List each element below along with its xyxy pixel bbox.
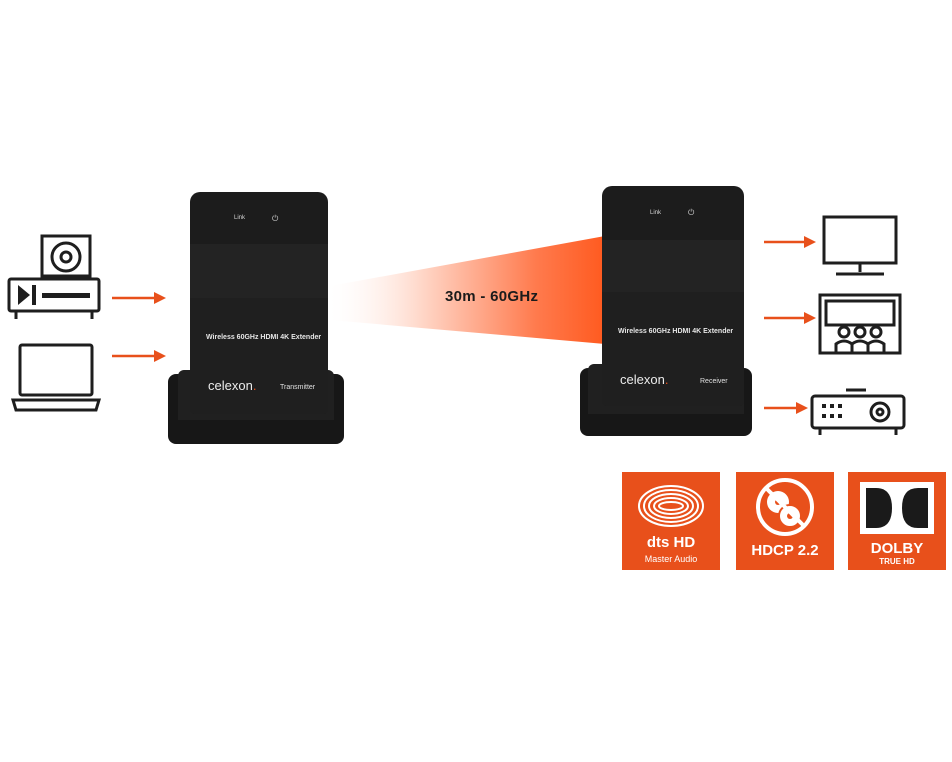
dolby-badge: DOLBY TRUE HD [848,472,946,570]
link-label: Link [234,215,246,221]
disc-player-icon [7,234,101,319]
arrow-icon [764,236,816,248]
dts-hd-badge: dts HD Master Audio [622,472,720,570]
signal-beam [330,236,605,344]
arrow-icon [764,312,816,324]
badge-subtitle: Master Audio [644,554,698,564]
device-role: Transmitter [280,384,316,391]
no-copy-disc-icon [756,478,814,536]
badge-title: dts HD [646,534,696,551]
power-icon: ⏻ [688,208,695,217]
product-name: Wireless 60GHz HDMI 4K Extender [618,328,734,335]
monitor-icon [822,215,898,276]
projector-icon [810,388,906,435]
arrow-icon [112,292,166,304]
device-role: Receiver [700,378,728,385]
link-label: Link [650,210,662,216]
product-name: Wireless 60GHz HDMI 4K Extender [206,334,322,341]
laptop-icon [10,343,102,412]
power-icon: ⏻ [272,214,279,223]
brand-logo: celexon. [208,378,257,393]
badge-subtitle: TRUE HD [879,557,915,566]
brand-logo: celexon. [620,372,669,387]
arrow-icon [112,350,166,362]
hdcp-badge: HDCP 2.2 [736,472,834,570]
badge-title: HDCP 2.2 [751,542,819,559]
badge-title: DOLBY [870,540,924,557]
receiver-device: Link ⏻ Wireless 60GHz HDMI 4K Extender c… [580,186,752,438]
dolby-double-d-icon [860,482,934,534]
cinema-screen-icon [818,293,902,355]
dts-coil-icon [638,485,704,527]
range-label: 30m - 60GHz [445,288,539,305]
transmitter-device: Link ⏻ Wireless 60GHz HDMI 4K Extender c… [168,192,344,446]
arrow-icon [764,402,808,414]
